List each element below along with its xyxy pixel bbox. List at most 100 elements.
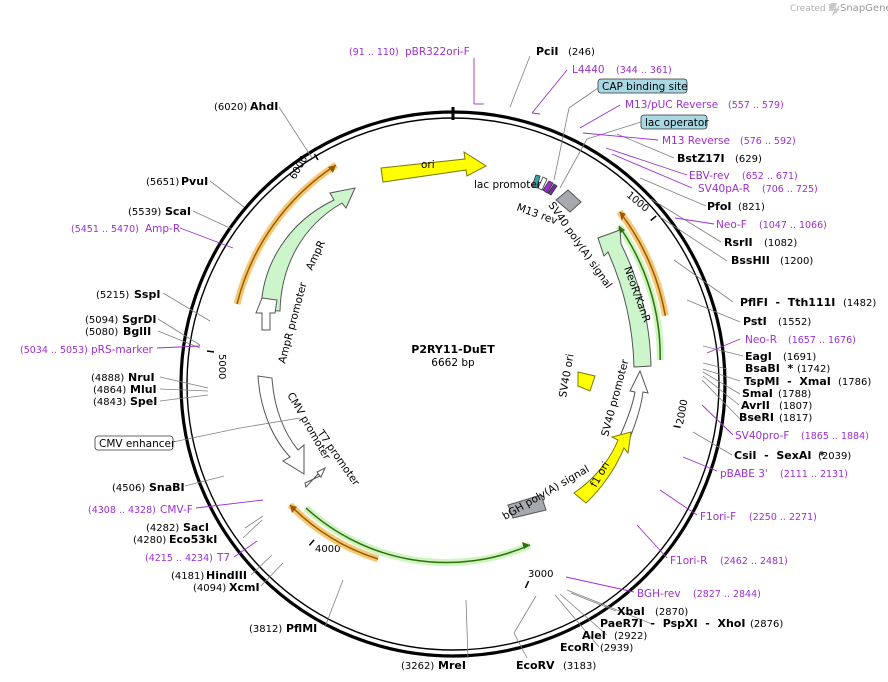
site-label: HindIII bbox=[206, 569, 247, 582]
site-position: (3262) bbox=[401, 661, 434, 672]
site-position: (2870) bbox=[655, 607, 688, 618]
site-label: AleI bbox=[582, 629, 606, 642]
primer-label: pRS-marker bbox=[91, 344, 154, 356]
site-position: (4864) bbox=[93, 385, 126, 396]
feature-bgh-polya-box bbox=[507, 494, 547, 519]
site-position: (1742) bbox=[797, 364, 830, 375]
feature-ori-arrow bbox=[380, 150, 487, 183]
site-position: (1786) bbox=[838, 377, 871, 388]
primer-label: Neo-R bbox=[745, 334, 777, 346]
site-label: Eco53kI bbox=[169, 533, 217, 546]
site-label: SgrDI bbox=[122, 313, 156, 326]
site-position: (1082) bbox=[764, 238, 797, 249]
site-position: (1552) bbox=[778, 317, 811, 328]
site-label: EcoRI bbox=[560, 641, 594, 654]
feature-t7-promoter-arrow bbox=[304, 466, 327, 489]
primer-position: (2827 .. 2844) bbox=[693, 589, 761, 600]
primer-label: Neo-F bbox=[716, 219, 747, 231]
feature-sv40-polya-box bbox=[555, 189, 582, 213]
site-label: SnaBI bbox=[149, 481, 185, 494]
site-label: NruI bbox=[128, 371, 155, 384]
primer-label: SV40pro-F bbox=[735, 430, 789, 442]
site-label: AvrII bbox=[741, 399, 770, 412]
feature-f1-ori-arrow bbox=[573, 431, 632, 504]
primer-label: F1ori-F bbox=[700, 511, 736, 523]
site-label: PflMI bbox=[286, 622, 317, 635]
site-label: SpeI bbox=[130, 395, 157, 408]
site-position: (4843) bbox=[93, 397, 126, 408]
primer-label: Amp-R bbox=[145, 223, 180, 235]
site-position: (4506) bbox=[112, 483, 145, 494]
primer-label: EBV-rev bbox=[689, 170, 730, 182]
primer-label: F1ori-R bbox=[670, 555, 707, 567]
site-label: SacI bbox=[183, 521, 209, 534]
snapgene-logo-icon bbox=[829, 3, 840, 16]
site-position: (2922) bbox=[614, 631, 647, 642]
feature-lac-cluster bbox=[531, 174, 558, 196]
feature-sv40-ori-box bbox=[577, 371, 596, 392]
site-label: PciI bbox=[536, 45, 558, 58]
boxed-label-lac-operator: lac operator bbox=[640, 114, 709, 130]
primer-label: pBR322ori-F bbox=[405, 46, 470, 58]
primer-position: (4215 .. 4234) bbox=[145, 553, 213, 564]
boxed-label-cap-binding-site: CAP binding site bbox=[597, 78, 688, 94]
site-position: (5539) bbox=[128, 207, 161, 218]
primer-leader-lines bbox=[156, 58, 741, 593]
site-position: (821) bbox=[738, 202, 765, 213]
site-label: BssHII bbox=[731, 254, 770, 267]
primer-position: (652 .. 671) bbox=[742, 171, 798, 182]
leader-lines bbox=[157, 55, 744, 659]
site-position: (1788) bbox=[778, 389, 811, 400]
primer-position: (2111 .. 2131) bbox=[780, 469, 848, 480]
primer-label: pBABE 3' bbox=[720, 468, 768, 480]
primer-position: (4308 .. 4328) bbox=[88, 505, 156, 516]
site-position: (4280) bbox=[133, 535, 166, 546]
site-position: (2876) bbox=[750, 619, 783, 630]
site-label: PfoI bbox=[707, 200, 732, 213]
primer-position: (5451 .. 5470) bbox=[71, 224, 139, 235]
site-label: CsiI - SexAI * bbox=[734, 449, 825, 462]
tick-3000: 3000 bbox=[528, 569, 553, 580]
site-label: AhdI bbox=[250, 100, 278, 113]
site-label: BseRI bbox=[739, 411, 774, 424]
feature-ampr-promoter-arrow bbox=[255, 297, 278, 331]
plasmid-name: P2RY11-DuET bbox=[411, 343, 495, 356]
feature-neor-kanr-arrow bbox=[597, 229, 652, 368]
site-label: MluI bbox=[130, 383, 157, 396]
primer-position: (2250 .. 2271) bbox=[749, 512, 817, 523]
tick-4000: 4000 bbox=[315, 544, 340, 555]
tick-5000: 5000 bbox=[216, 354, 227, 379]
site-label: ScaI bbox=[165, 205, 191, 218]
site-label: SmaI bbox=[742, 387, 773, 400]
site-position: (4094) bbox=[193, 583, 226, 594]
site-position: (1807) bbox=[779, 401, 812, 412]
feature-cmv-promoter-arrow bbox=[257, 375, 305, 475]
svg-text:CAP binding site: CAP binding site bbox=[602, 81, 688, 93]
site-label: EcoRV bbox=[516, 659, 555, 672]
site-position: (1200) bbox=[780, 256, 813, 267]
primer-position: (576 .. 592) bbox=[740, 136, 796, 147]
site-position: (4282) bbox=[146, 523, 179, 534]
site-label: XbaI bbox=[617, 605, 645, 618]
orf-arcs bbox=[233, 162, 669, 567]
site-position: (5215) bbox=[96, 290, 129, 301]
credit-prefix: Created by bbox=[790, 4, 840, 14]
site-position: (3183) bbox=[563, 661, 596, 672]
primer-position: (557 .. 579) bbox=[728, 100, 784, 111]
site-position: (2039) bbox=[818, 451, 851, 462]
site-label: BglII bbox=[123, 325, 151, 338]
primer-position: (1047 .. 1066) bbox=[759, 220, 827, 231]
boxed-label-cmv-enhancer: CMV enhancer bbox=[94, 435, 176, 451]
site-label: RsrII bbox=[724, 236, 753, 249]
primer-label: BGH-rev bbox=[637, 588, 681, 600]
site-label: BstZ17I bbox=[677, 152, 725, 165]
primer-label: SV40pA-R bbox=[698, 183, 750, 195]
svg-text:CMV enhancer: CMV enhancer bbox=[99, 438, 176, 450]
site-position: (4888) bbox=[91, 373, 124, 384]
site-position: (6020) bbox=[214, 102, 247, 113]
site-position: (5080) bbox=[85, 327, 118, 338]
site-position: (4181) bbox=[171, 571, 204, 582]
site-position: (5651) bbox=[146, 177, 179, 188]
